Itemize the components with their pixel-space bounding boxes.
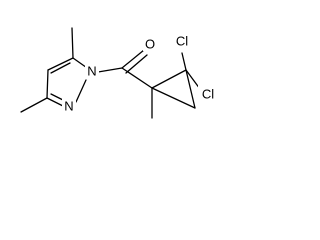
bond-c5-methyl — [71, 27, 74, 59]
bond-cp1-cp2 — [151, 69, 187, 89]
structure-canvas: N N O Cl Cl — [0, 0, 245, 138]
bond-ccl-2 — [185, 69, 201, 90]
bond-ccl-1 — [181, 52, 187, 71]
bond-c3-n2 — [46, 97, 64, 107]
bond-c4-c3 — [46, 69, 49, 99]
bond-n1-carbonyl — [97, 67, 123, 73]
atom-label-cl-right: Cl — [202, 87, 214, 102]
atom-n2: N — [62, 98, 76, 114]
bond-c5-c4 — [47, 57, 74, 71]
molecule-drawing: N N O Cl Cl — [20, 27, 218, 119]
atom-label-o: O — [145, 37, 155, 52]
atom-cl-top: Cl — [172, 32, 192, 49]
atom-o: O — [143, 35, 157, 52]
bond-cp2-cp3 — [185, 69, 196, 109]
atom-cl-right: Cl — [198, 85, 218, 102]
bond-carbonyl-cp — [121, 67, 153, 89]
bond-carbonyl-o-inner — [125, 54, 148, 74]
bond-c3-methyl — [20, 97, 48, 113]
bond-cp3-cp1 — [151, 87, 196, 109]
bond-n2-n1 — [75, 79, 87, 103]
atom-n1: N — [85, 62, 99, 79]
atom-label-n1: N — [87, 64, 96, 79]
bond-c3-n2-inner — [50, 93, 64, 101]
bond-carbonyl-o — [121, 49, 145, 69]
pyrazole-ring — [46, 57, 91, 107]
atom-label-cl-top: Cl — [176, 34, 188, 49]
atom-label-n2: N — [64, 99, 73, 114]
cyclopropane-ring — [151, 69, 196, 109]
bond-c5-c4-inner — [50, 62, 71, 74]
